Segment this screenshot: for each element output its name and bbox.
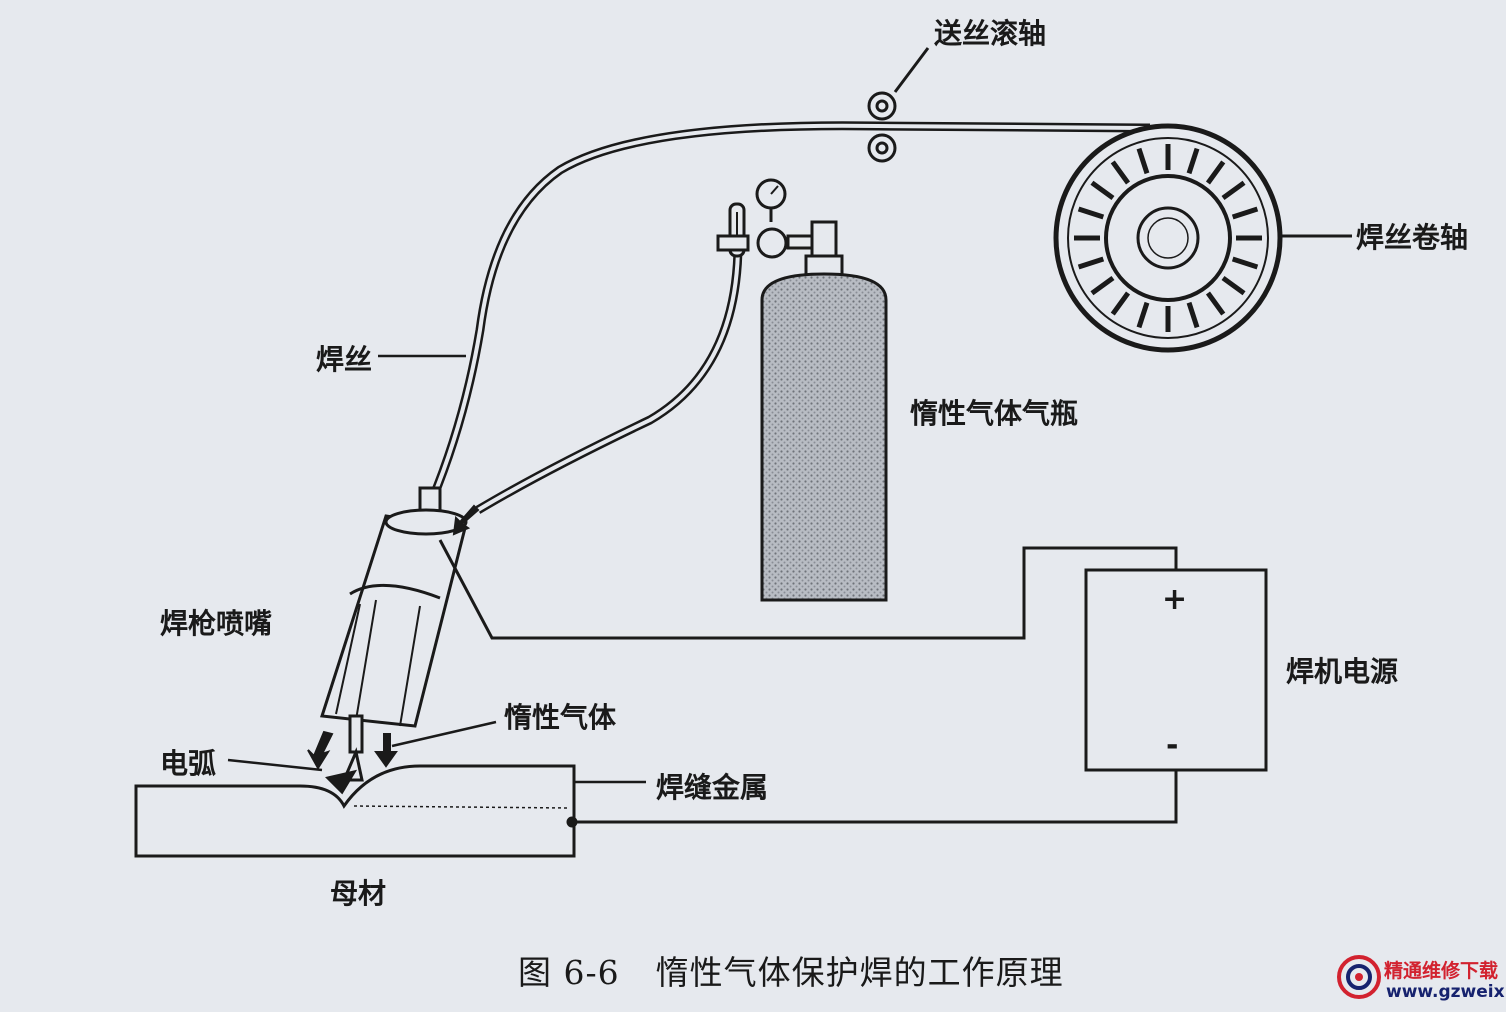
spool-spoke: [1136, 301, 1150, 329]
gas-cylinder: [760, 220, 888, 602]
spool-spoke: [1090, 180, 1115, 201]
spool-spoke: [1221, 180, 1246, 201]
leader-lines: [227, 354, 646, 784]
watermark-url: www.gzweix.com: [1386, 982, 1506, 1002]
wire-spool: [1053, 123, 1352, 353]
spool-spoke: [1186, 301, 1200, 329]
power-source: [1084, 568, 1268, 772]
spool-spoke: [1090, 275, 1115, 296]
label-base-metal: 母材: [330, 877, 387, 910]
torch: [320, 486, 468, 782]
label-feed-rollers: 送丝滚轴: [934, 17, 1047, 50]
label-power-source: 焊机电源: [1286, 655, 1399, 688]
gas-arrows: [307, 504, 480, 770]
spool-spoke: [1205, 160, 1226, 185]
spool-spoke: [1221, 275, 1246, 296]
label-weld-metal: 焊缝金属: [656, 771, 769, 804]
terminal-plus: +: [1162, 582, 1188, 617]
figure-title: 惰性气体保护焊的工作原理: [655, 953, 1064, 992]
spool-spoke: [1136, 147, 1150, 175]
spool-spoke: [1110, 291, 1131, 316]
feed-rollers: [867, 47, 930, 163]
welding-wire-path: [427, 121, 1151, 502]
watermark-logo-icon: [1337, 955, 1381, 999]
gas-regulator: [716, 178, 818, 259]
spool-spoke: [1231, 206, 1259, 220]
label-wire-spool: 焊丝卷轴: [1356, 221, 1469, 254]
label-welding-wire: 焊丝: [316, 343, 373, 376]
spool-spoke: [1077, 256, 1105, 270]
figure-number: 图 6-6: [518, 953, 620, 992]
circuit-wires: [438, 539, 1178, 824]
base-metal: [134, 764, 578, 858]
label-arc: 电弧: [160, 747, 217, 780]
spool-spoke: [1077, 206, 1105, 220]
watermark: 精通维修下载 www.gzweix.com: [1336, 942, 1506, 1008]
spool-spoke: [1186, 147, 1200, 175]
spool-spoke: [1205, 291, 1226, 316]
terminal-minus: -: [1166, 728, 1179, 763]
label-gas-cylinder: 惰性气体气瓶: [910, 397, 1079, 430]
gas-hose: [475, 247, 743, 514]
spool-spoke: [1231, 256, 1259, 270]
label-inert-gas: 惰性气体: [504, 701, 617, 734]
label-torch-nozzle: 焊枪喷嘴: [160, 607, 273, 640]
spool-spoke: [1110, 160, 1131, 185]
watermark-name: 精通维修下载: [1384, 960, 1499, 982]
figure-caption: 图 6-6 惰性气体保护焊的工作原理: [518, 946, 1064, 994]
